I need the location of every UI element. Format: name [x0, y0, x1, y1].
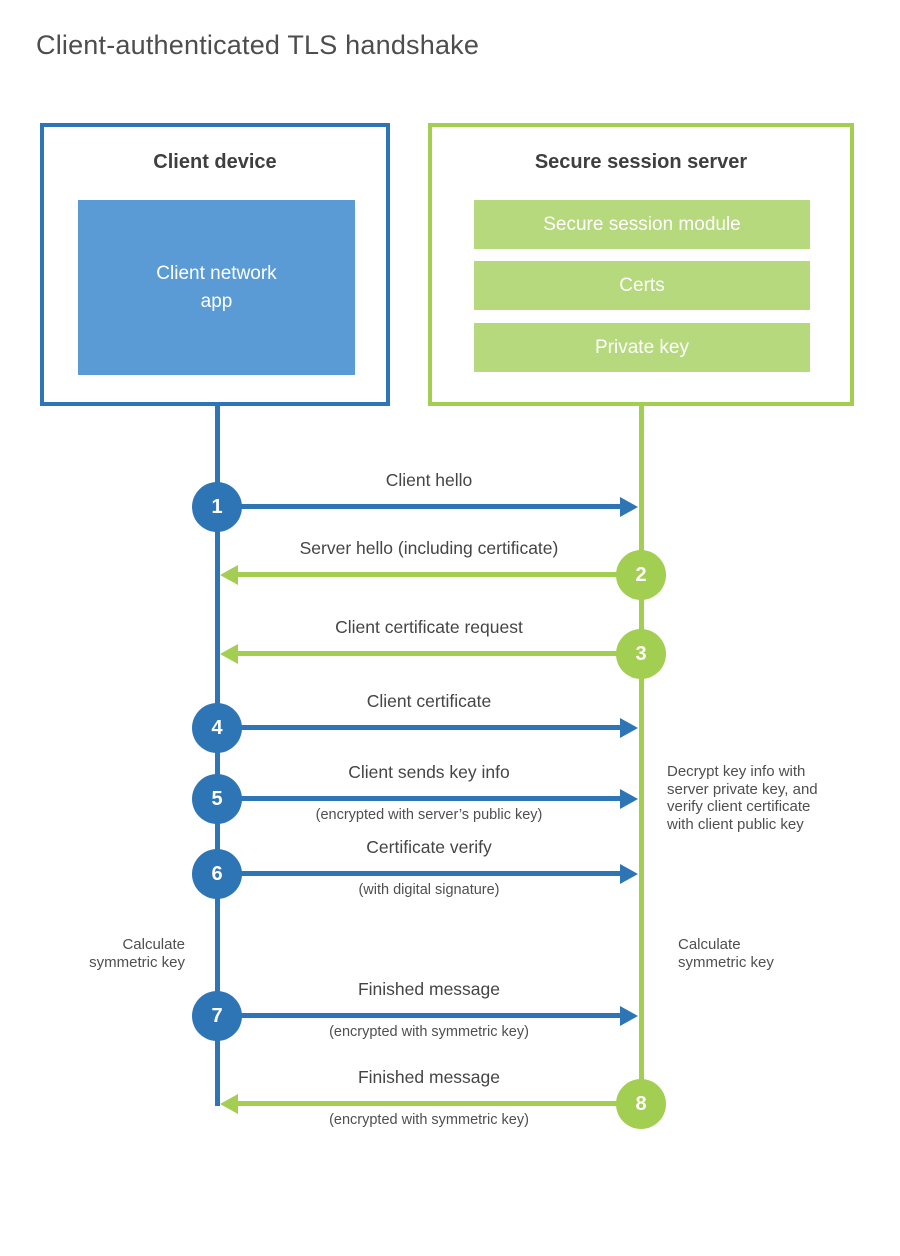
note-calculate-symmetric-key-client: Calculate symmetric key: [89, 936, 185, 971]
step-arrow-line: [217, 796, 620, 801]
step-arrow-line: [217, 725, 620, 730]
step-number-badge: 7: [192, 991, 242, 1041]
step-number-badge: 8: [616, 1079, 666, 1129]
server-title: Secure session server: [534, 151, 748, 173]
step-number-badge: 3: [616, 629, 666, 679]
step-sublabel: (encrypted with symmetric key): [329, 1112, 529, 1128]
step-arrow-line: [217, 1013, 620, 1018]
step-label: Client certificate: [366, 691, 492, 711]
arrow-right-icon: [620, 864, 638, 884]
step-arrow-line: [238, 651, 641, 656]
step-label: Client hello: [385, 470, 473, 490]
client-network-app-label: Client network app: [156, 262, 277, 312]
arrow-left-icon: [220, 565, 238, 585]
step-sublabel: (with digital signature): [358, 882, 500, 898]
step-number-badge: 5: [192, 774, 242, 824]
arrow-right-icon: [620, 718, 638, 738]
step-sublabel: (encrypted with server’s public key): [315, 807, 543, 823]
step-label: Client sends key info: [348, 762, 510, 782]
page-title: Client-authenticated TLS handshake: [36, 30, 480, 60]
step-label: Finished message: [357, 1067, 501, 1087]
step-number-badge: 2: [616, 550, 666, 600]
client-device-title: Client device: [153, 151, 277, 173]
step-label: Certificate verify: [366, 837, 492, 857]
step-label: Client certificate request: [335, 617, 523, 637]
step-arrow-line: [238, 1101, 641, 1106]
server-module-bar-private-key: Private key: [474, 323, 810, 372]
step-arrow-line: [238, 572, 641, 577]
step-sublabel: (encrypted with symmetric key): [329, 1024, 529, 1040]
step-number-badge: 1: [192, 482, 242, 532]
client-lifeline: [215, 406, 220, 1106]
step-number-badge: 4: [192, 703, 242, 753]
arrow-left-icon: [220, 1094, 238, 1114]
step-label: Server hello (including certificate): [299, 538, 559, 558]
server-module-bar-secure-session: Secure session module: [474, 200, 810, 249]
step-label: Finished message: [357, 979, 501, 999]
arrow-right-icon: [620, 1006, 638, 1026]
arrow-right-icon: [620, 789, 638, 809]
step-arrow-line: [217, 871, 620, 876]
note-decrypt-key-info: Decrypt key info with server private key…: [667, 763, 818, 833]
server-module-bar-certs: Certs: [474, 261, 810, 310]
arrow-left-icon: [220, 644, 238, 664]
note-calculate-symmetric-key-server: Calculate symmetric key: [678, 936, 774, 971]
server-lifeline: [639, 406, 644, 1104]
step-arrow-line: [217, 504, 620, 509]
arrow-right-icon: [620, 497, 638, 517]
step-number-badge: 6: [192, 849, 242, 899]
client-network-app-box: Client network app: [78, 200, 355, 375]
